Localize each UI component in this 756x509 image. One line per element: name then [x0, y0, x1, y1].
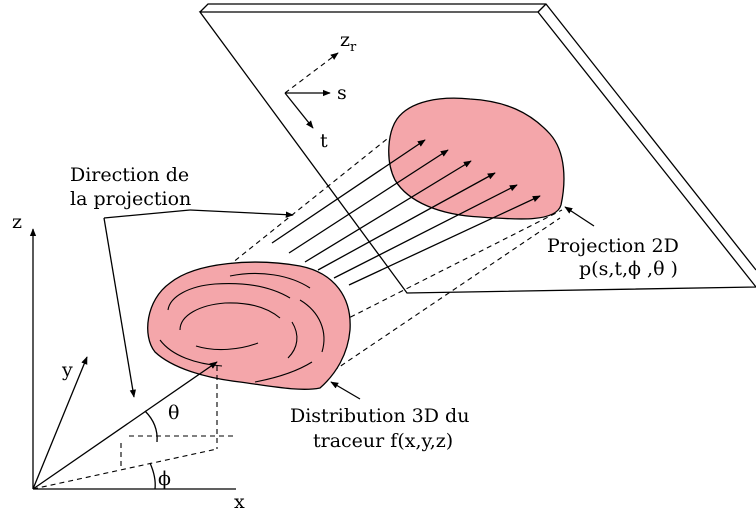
- ray: [271, 139, 426, 244]
- distribution-leader: [330, 381, 361, 400]
- theta-arc: [144, 410, 158, 443]
- zr-subscript: r: [350, 40, 357, 55]
- zr-label: zr: [340, 29, 357, 55]
- annotation-leaders: [103, 206, 595, 400]
- direction-label-line2: la projection: [70, 188, 191, 210]
- projection-label-line2: p(s,t,ϕ ,θ ): [579, 258, 678, 280]
- ray: [317, 172, 496, 271]
- projection-rays: [271, 139, 541, 286]
- position-vector: [32, 361, 218, 490]
- t-axis: [284, 92, 314, 129]
- zr-main: z: [340, 29, 350, 51]
- t-axis-label: t: [320, 130, 328, 152]
- x-axis-label: x: [234, 491, 245, 509]
- projection-label-line1: Projection 2D: [547, 235, 679, 257]
- direction-label-line1: Direction de: [70, 164, 189, 186]
- coordinate-axes: [29, 228, 236, 490]
- direction-leader-lower: [103, 217, 136, 398]
- angle-construction: [32, 361, 234, 490]
- projection-2d-shape: [388, 97, 565, 220]
- y-axis-label: y: [61, 359, 73, 381]
- projection-envelope: [206, 134, 563, 387]
- zr-axis: [284, 52, 339, 94]
- y-axis: [32, 356, 88, 490]
- phi-arc: [149, 462, 156, 490]
- theta-label: θ: [168, 402, 179, 424]
- direction-leader-upper: [189, 209, 294, 218]
- ray: [288, 149, 449, 254]
- ray: [333, 184, 518, 279]
- ray: [348, 195, 541, 286]
- s-axis-label: s: [337, 82, 347, 104]
- detector-axes: [284, 52, 339, 129]
- z-axis-label: z: [12, 211, 22, 233]
- distribution-3d: [147, 261, 351, 390]
- projection-leader: [564, 206, 595, 227]
- distribution-label-line1: Distribution 3D du: [290, 405, 469, 427]
- distribution-label-line2: traceur f(x,y,z): [313, 430, 453, 452]
- phi-label: ϕ: [158, 468, 171, 490]
- ray: [304, 160, 472, 263]
